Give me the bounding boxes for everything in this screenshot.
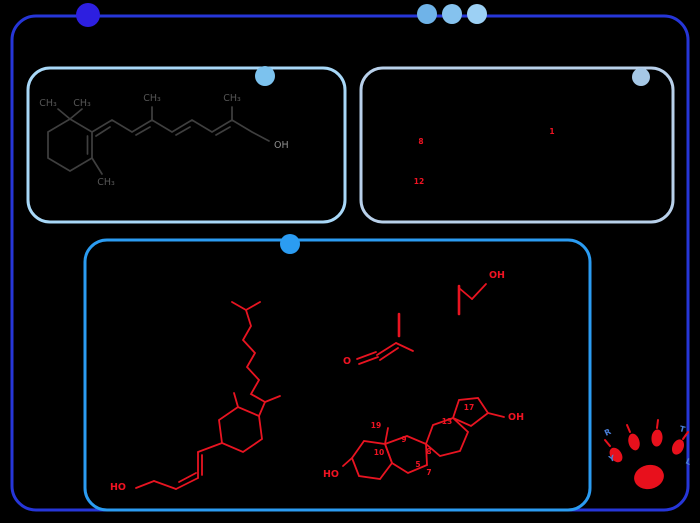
carbon-number: 9 <box>401 435 406 444</box>
top-hydroxyl-bonds <box>457 283 487 316</box>
paw-toe-pad <box>651 429 663 447</box>
carbon-number: 7 <box>426 468 431 477</box>
sterol-panel: HO O OH HO OH 19 <box>83 234 592 512</box>
steroid-nucleus-bonds <box>342 397 505 480</box>
side-chain-bonds <box>231 301 281 417</box>
carbon-number: 19 <box>371 421 381 430</box>
vitamin-a-panel-dot <box>255 66 275 86</box>
logo-letter: T <box>678 424 686 434</box>
ketone-oxygen-label: O <box>343 356 351 367</box>
retinol-structure-bonds <box>47 106 270 175</box>
top-dot-2 <box>442 4 462 24</box>
vitamin-a-panel-border <box>26 66 347 224</box>
sterol-panel-dot <box>280 234 300 254</box>
numbered-panel-dot <box>632 68 650 86</box>
hydroxyl-label: OH <box>274 140 289 151</box>
hydroxyl-label: HO <box>110 482 126 493</box>
paw-toe-pad <box>671 439 685 455</box>
carbon-number: 17 <box>464 403 474 412</box>
logo-letter: R <box>603 427 612 438</box>
paw-logo: R T Y L <box>603 419 693 490</box>
outer-accent-dot <box>76 3 100 27</box>
carbon-number: 8 <box>426 447 431 456</box>
methyl-label: CH₃ <box>143 93 161 104</box>
left-ring-diene-bonds <box>135 392 263 490</box>
paw-claws <box>604 419 689 447</box>
outer-border <box>10 14 690 512</box>
logo-letter: L <box>684 457 692 467</box>
methyl-label: CH₃ <box>223 93 241 104</box>
sterol-panel-border <box>83 238 592 512</box>
outer-frame <box>10 3 690 512</box>
methyl-label: CH₃ <box>39 98 57 109</box>
methyl-label: CH₃ <box>73 98 91 109</box>
top-dot-3 <box>467 4 487 24</box>
carbon-number: 8 <box>418 137 423 146</box>
carbon-number: 13 <box>442 417 452 426</box>
methyl-label: CH₃ <box>97 177 115 188</box>
hydroxyl-label: OH <box>508 412 524 423</box>
numbered-structure-panel: 8 1 12 <box>359 66 675 224</box>
carbon-number: 5 <box>415 460 420 469</box>
vitamin-a-panel: CH₃ CH₃ CH₃ CH₃ CH₃ OH <box>26 66 347 224</box>
carbon-number: 1 <box>549 127 554 136</box>
hydroxyl-label: HO <box>323 469 339 480</box>
hydroxyl-label: OH <box>489 270 505 281</box>
paw-toe-pad <box>609 447 623 463</box>
carbon-number: 10 <box>374 448 384 457</box>
logo-letter: Y <box>607 453 617 464</box>
carbon-number: 12 <box>414 177 424 186</box>
paw-heel-pad <box>634 464 664 490</box>
ketone-diene-bonds <box>356 312 414 365</box>
numbered-panel-border <box>359 66 675 224</box>
paw-toe-pad <box>628 433 640 451</box>
top-dot-1 <box>417 4 437 24</box>
